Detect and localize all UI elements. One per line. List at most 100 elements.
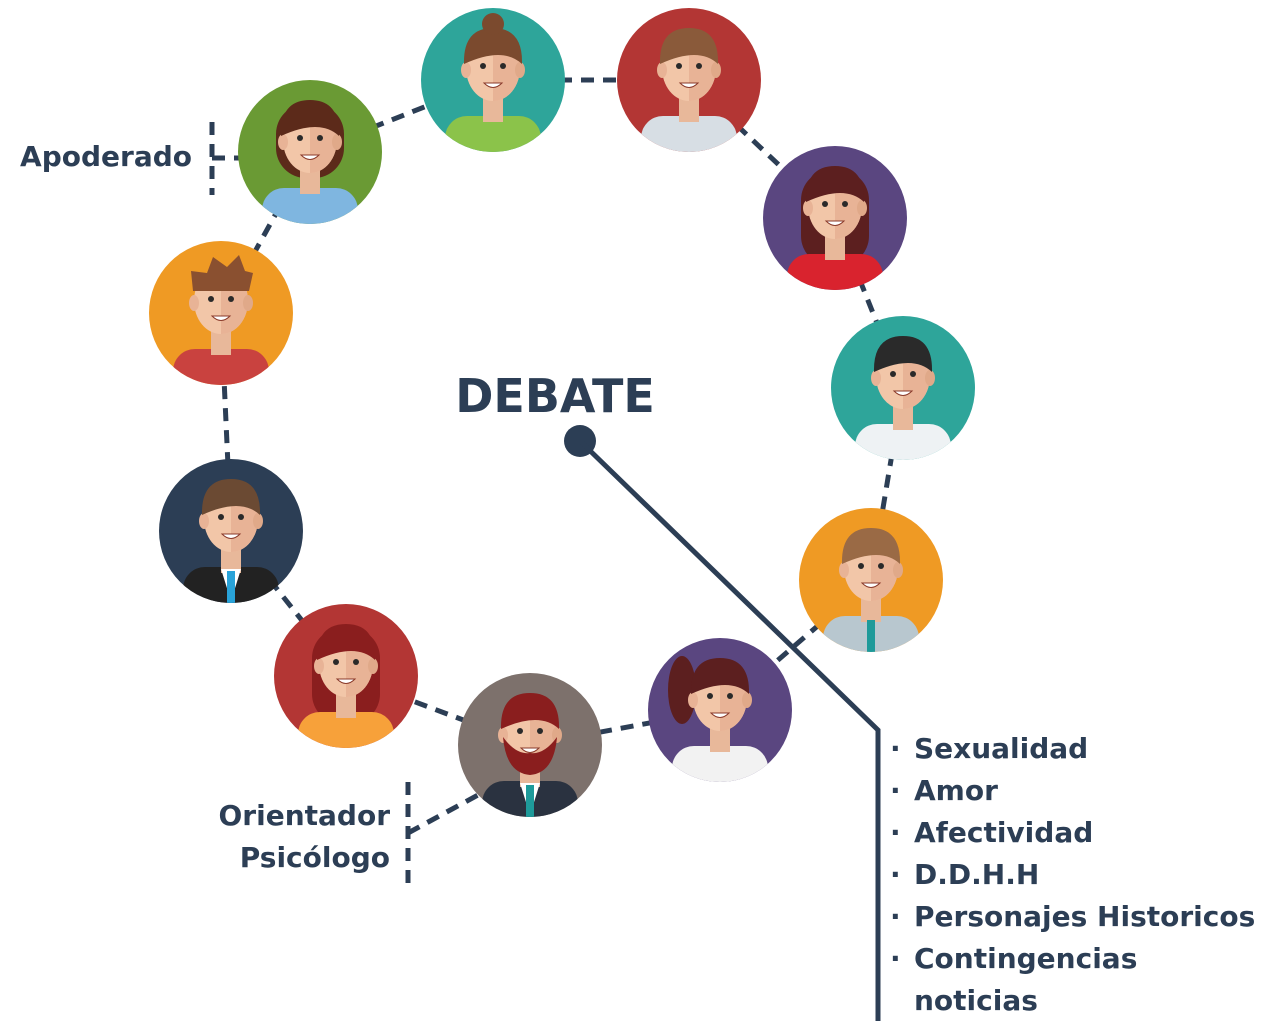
eye xyxy=(317,135,323,141)
bullet-icon: · xyxy=(890,942,901,975)
ear xyxy=(189,295,199,311)
center-title: DEBATE xyxy=(455,369,655,423)
avatar-man-red xyxy=(617,8,761,152)
smile xyxy=(299,154,321,160)
tie xyxy=(867,620,875,652)
smile xyxy=(220,533,242,539)
beard xyxy=(503,737,557,775)
topic-text: noticias xyxy=(914,984,1038,1017)
topic-item: noticias xyxy=(890,980,1255,1022)
tie xyxy=(526,785,534,817)
topic-item: · Personajes Historicos xyxy=(890,896,1255,938)
avatar-figure xyxy=(445,13,541,152)
ear xyxy=(461,62,471,78)
neck xyxy=(336,690,356,718)
avatar-man-beard-gray xyxy=(458,673,602,817)
avatar-woman-green xyxy=(238,80,382,224)
hair-top xyxy=(463,28,523,64)
smile xyxy=(210,315,232,321)
eye xyxy=(537,728,543,734)
ear xyxy=(243,295,253,311)
hair-top xyxy=(805,166,865,202)
topic-text: Personajes Historicos xyxy=(914,900,1256,933)
shirt xyxy=(641,116,737,152)
eye xyxy=(228,296,234,302)
eye xyxy=(333,659,339,665)
ear xyxy=(552,727,562,743)
eye xyxy=(910,371,916,377)
hair-top xyxy=(191,255,253,291)
neck xyxy=(483,94,503,122)
ear xyxy=(925,370,935,386)
smile xyxy=(519,747,541,753)
eye xyxy=(297,135,303,141)
avatar-woman-ponytail-purple xyxy=(648,638,792,782)
topic-text: Amor xyxy=(914,774,998,807)
bullet-icon: · xyxy=(890,816,901,849)
avatar-man-suit-navy xyxy=(159,459,303,603)
eye xyxy=(890,371,896,377)
neck xyxy=(300,166,320,194)
center-leader-line xyxy=(578,439,881,1021)
avatar-woman-bun-teal xyxy=(421,8,565,152)
shirt xyxy=(262,188,358,224)
topic-item: ·Amor xyxy=(890,770,1255,812)
topic-item: · Sexualidad xyxy=(890,728,1255,770)
eye xyxy=(353,659,359,665)
ear xyxy=(278,134,288,150)
shirt xyxy=(787,254,883,290)
eye xyxy=(676,63,682,69)
smile xyxy=(860,582,882,588)
topic-text: Contingencias xyxy=(914,942,1138,975)
label-psicologo: Psicólogo xyxy=(240,841,390,874)
ear xyxy=(893,562,903,578)
avatar-figure xyxy=(173,255,269,385)
smile xyxy=(709,712,731,718)
orientador-connector xyxy=(405,782,480,885)
ponytail xyxy=(668,656,696,724)
eye xyxy=(842,201,848,207)
label-orientador: Orientador xyxy=(219,799,391,832)
eye xyxy=(238,514,244,520)
bullet-icon: · xyxy=(890,732,901,765)
neck xyxy=(825,232,845,260)
ear xyxy=(657,62,667,78)
ear xyxy=(368,658,378,674)
smile xyxy=(482,82,504,88)
topic-text: Sexualidad xyxy=(914,732,1089,765)
ear xyxy=(199,513,209,529)
ear xyxy=(688,692,698,708)
tie xyxy=(227,571,235,603)
ear xyxy=(857,200,867,216)
hair-top xyxy=(280,100,340,136)
topic-item: · Afectividad xyxy=(890,812,1255,854)
eye xyxy=(858,563,864,569)
avatar-woman-red-orange xyxy=(274,604,418,748)
neck xyxy=(679,94,699,122)
hair-top xyxy=(873,336,933,372)
neck xyxy=(893,402,913,430)
avatar-figure xyxy=(668,656,768,782)
bullet-icon: · xyxy=(890,900,901,933)
hair-top xyxy=(201,479,261,515)
bullet-icon: · xyxy=(890,858,901,891)
shirt xyxy=(855,424,951,460)
hair-top xyxy=(841,528,901,564)
hair-top xyxy=(659,28,719,64)
eye xyxy=(208,296,214,302)
smile xyxy=(824,220,846,226)
shirt xyxy=(445,116,541,152)
topic-text: D.D.H.H xyxy=(914,858,1040,891)
topic-text: Afectividad xyxy=(914,816,1094,849)
hair-top xyxy=(690,658,750,694)
eye xyxy=(707,693,713,699)
ear xyxy=(839,562,849,578)
avatar-woman-purple-red xyxy=(763,146,907,290)
eye xyxy=(727,693,733,699)
eye xyxy=(500,63,506,69)
avatar-figure xyxy=(823,528,919,652)
eye xyxy=(696,63,702,69)
eye xyxy=(517,728,523,734)
